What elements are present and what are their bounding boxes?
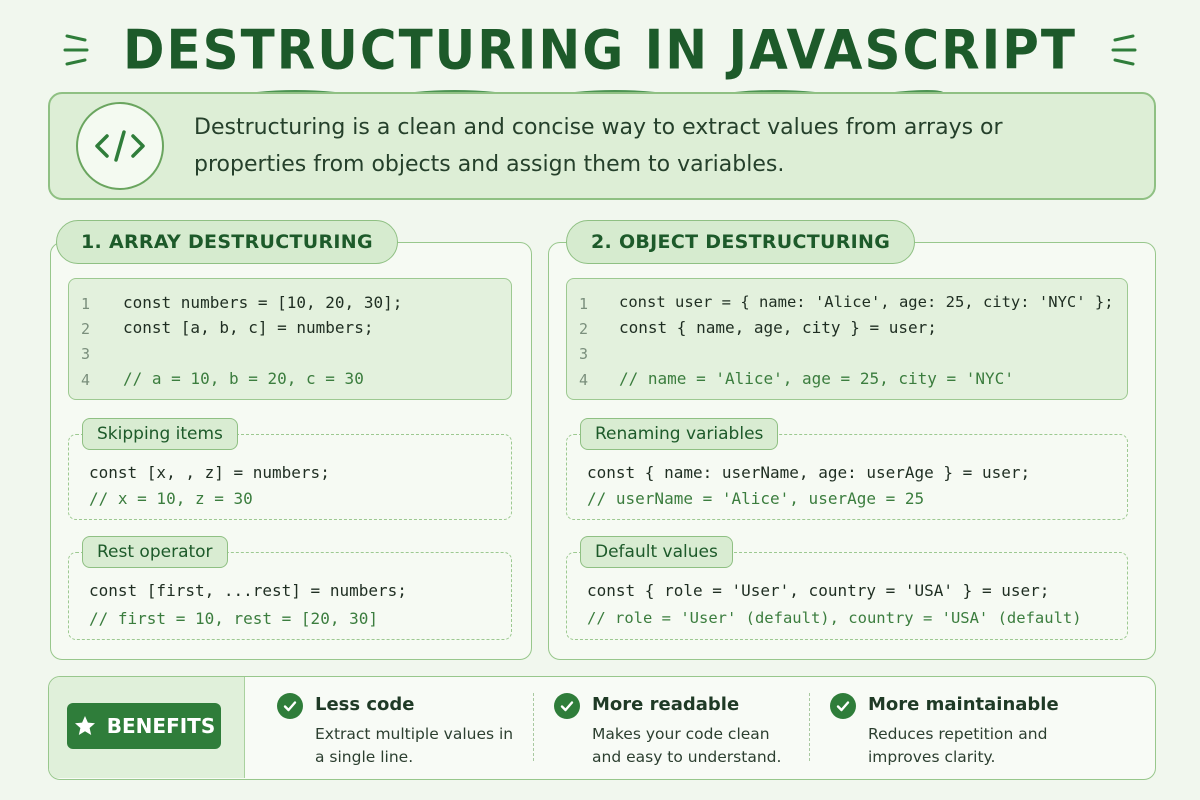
benefit-divider [533,693,534,761]
intro-box: Destructuring is a clean and concise way… [48,92,1156,200]
code-line: const user = { name: 'Alice', age: 25, c… [619,293,1114,311]
benefits-section: BENEFITS Less code Extract multiple valu… [48,676,1156,780]
line-number: 1 [579,295,589,313]
benefit-description: Extract multiple values in a single line… [315,725,514,766]
benefit-divider [809,693,810,761]
code-comment: // userName = 'Alice', userAge = 25 [587,489,925,508]
line-number: 2 [579,320,589,338]
code-comment: // x = 10, z = 30 [89,489,253,508]
line-number: 1 [81,295,91,313]
skipping-items-label: Skipping items [82,418,238,450]
title-row: DESTRUCTURING IN JAVASCRIPT [0,10,1200,90]
code-comment: // first = 10, rest = [20, 30] [89,609,378,628]
line-number: 3 [579,345,589,363]
object-code-block: 1 2 3 4 const user = { name: 'Alice', ag… [566,278,1128,400]
code-comment: // role = 'User' (default), country = 'U… [587,609,1082,627]
benefit-title: Less code [315,694,415,715]
code-comment: // a = 10, b = 20, c = 30 [123,369,364,388]
code-line: const [a, b, c] = numbers; [123,318,374,337]
renaming-variables-box: const { name: userName, age: userAge } =… [566,434,1128,520]
rest-operator-label: Rest operator [82,536,228,568]
code-line: const numbers = [10, 20, 30]; [123,293,403,312]
array-destructuring-heading: 1. ARRAY DESTRUCTURING [56,220,398,264]
renaming-variables-label: Renaming variables [580,418,779,450]
line-number: 4 [81,371,91,389]
array-code-block: 1 2 3 4 const numbers = [10, 20, 30]; co… [68,278,512,400]
code-line: const [first, ...rest] = numbers; [89,581,407,600]
benefits-label: BENEFITS [106,714,216,738]
default-values-box: const { role = 'User', country = 'USA' }… [566,552,1128,640]
object-destructuring-heading: 2. OBJECT DESTRUCTURING [566,220,916,264]
code-line: const { name: userName, age: userAge } =… [587,463,1031,482]
default-values-label: Default values [580,536,733,568]
benefit-title: More maintainable [868,694,1059,715]
code-comment: // name = 'Alice', age = 25, city = 'NYC… [619,369,1014,388]
benefit-title: More readable [592,694,740,715]
check-icon [277,693,303,719]
code-icon [76,102,164,190]
code-line: const [x, , z] = numbers; [89,463,330,482]
benefit-description: Reduces repetition and improves clarity. [868,725,1048,766]
line-number: 2 [81,320,91,338]
benefit-description: Makes your code clean and easy to unders… [592,725,782,766]
benefits-label-area: BENEFITS [49,677,245,778]
line-number: 4 [579,371,589,389]
sparkle-left-icon [63,34,89,66]
star-icon [74,716,95,735]
line-number: 3 [81,345,91,363]
check-icon [554,693,580,719]
check-icon [830,693,856,719]
code-line: const { name, age, city } = user; [619,318,937,337]
intro-text: Destructuring is a clean and concise way… [194,115,1003,177]
page-title: DESTRUCTURING IN JAVASCRIPT [123,18,1077,82]
benefits-badge: BENEFITS [67,703,221,749]
sparkle-right-icon [1111,34,1137,66]
code-line: const { role = 'User', country = 'USA' }… [587,581,1050,600]
